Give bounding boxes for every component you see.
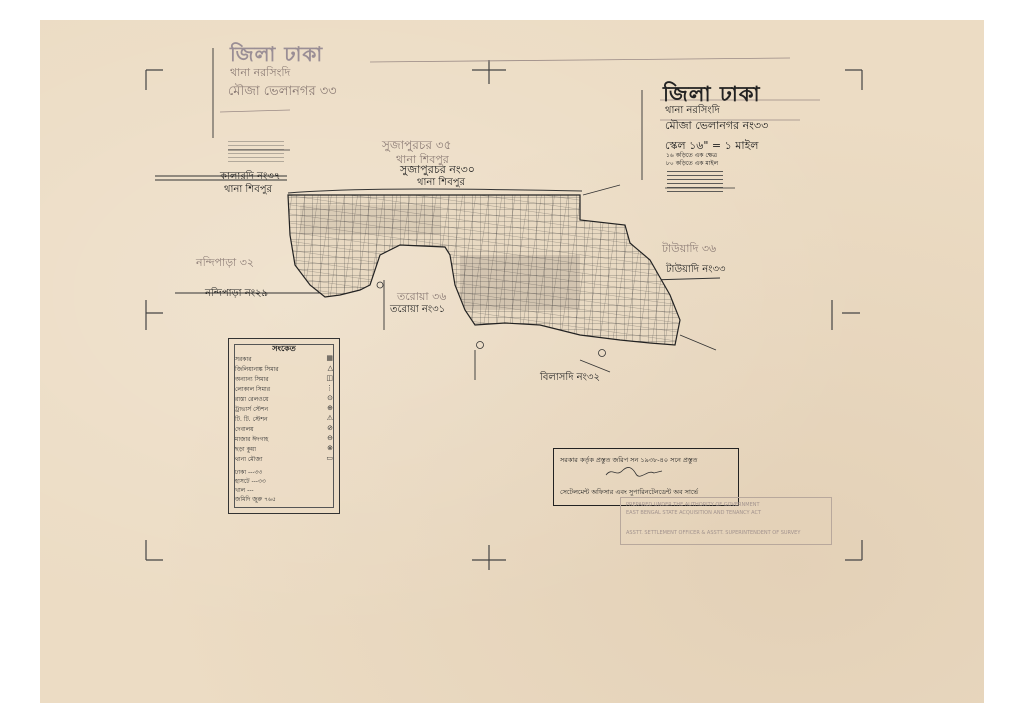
map-legend: সংকেত সরকার▦ জিলিয়ানাঙ্ক সিমার△ অন্যান্…	[228, 338, 340, 514]
legend-item: টি. টি. স্টেশন⚠	[235, 414, 333, 423]
neighbor-northwest: কালারদি নং৩৭	[220, 171, 281, 182]
cadastral-parcels	[287, 188, 681, 357]
legend-item: ট্রাভার্স স্টেশন⊕	[235, 404, 333, 413]
legend-item: দেবালয়⊘	[235, 424, 333, 433]
legend-item: লোকাল সিমার⋮	[235, 384, 333, 393]
district-heading-right: জিলা ঢাকা	[663, 82, 761, 106]
neighbor-south-faded: তরোয়া ৩৬	[397, 290, 447, 303]
scale-note-1: ১৬ কড়িতে এক ক্ষেত্র	[666, 152, 718, 159]
neighbor-west: নন্দিপাড়া নং২৯	[205, 288, 269, 299]
neighbor-north-thana-faded: থানা শিবপুর	[396, 153, 449, 166]
legend-summary-row: খাল ---	[235, 487, 254, 494]
faint-line-1: PREPARED UNDER THE AUTHORITY OF GOVERNME…	[626, 502, 760, 508]
legend-summary-row: হাসটে ---৩৩	[235, 478, 266, 485]
scale-right: স্কেল ১৬" = ১ মাইল	[665, 139, 759, 152]
district-heading-left: জিলা ঢাকা	[230, 42, 324, 66]
neighbor-northwest-thana: থানা শিবপুর	[224, 184, 273, 195]
neighbor-west-faded: নন্দিপাড়া ৩২	[196, 256, 255, 269]
legend-summary-row: জমিদি জুরু ৭৬৫	[235, 496, 276, 503]
stamp-line-2: সেটেলমেন্ট অফিসার এবং সুপারিনটেনডেন্ট অব…	[560, 488, 699, 496]
mouza-right: মৌজা ভেলানগর নং৩৩	[665, 119, 769, 132]
legend-item: ছড়া কুয়া⊗	[235, 444, 333, 453]
neighbor-east-faded: টাউয়াদি ৩৬	[662, 242, 717, 255]
legend-summary-row: ঢাকা ---৩৩	[235, 469, 263, 476]
faint-line-3: ASSTT. SETTLEMENT OFFICER & ASSTT. SUPER…	[626, 530, 801, 536]
legend-item: অন্যান্য সিমার◫	[235, 374, 333, 383]
thana-right: থানা নরসিংদি	[665, 105, 720, 116]
legend-item: থানা মৌজা▭	[235, 454, 333, 463]
legend-item: রাস্তা রেলওয়ে⊙	[235, 394, 333, 403]
scale-bar-left	[228, 138, 284, 162]
mouza-left: মৌজা ভেলানগর ৩৩	[228, 84, 337, 99]
faint-authority-note: PREPARED UNDER THE AUTHORITY OF GOVERNME…	[620, 497, 832, 545]
legend-inner-frame	[234, 344, 334, 508]
neighbor-north-thana: থানা শিবপুর	[417, 177, 466, 188]
faint-line-2: EAST BENGAL STATE ACQUISITION AND TENANC…	[626, 510, 762, 516]
neighbor-south: তরোয়া নং৩১	[390, 304, 446, 315]
legend-item: সরকার▦	[235, 354, 333, 363]
neighbor-north: সুজাপুরচর নং৩০	[400, 163, 475, 176]
legend-item: মাজার ঈদগাহ⊖	[235, 434, 333, 443]
legend-item: জিলিয়ানাঙ্ক সিমার△	[235, 364, 333, 373]
stamp-line-1: সরকার কর্তৃক প্রস্তুত জরিপ সন ১৯৩৮-৪০ সন…	[560, 456, 698, 464]
map-sheet	[40, 20, 984, 703]
neighbor-southeast: বিলাসদি নং৩২	[540, 372, 600, 383]
survey-stamp: সরকার কর্তৃক প্রস্তুত জরিপ সন ১৯৩৮-৪০ সন…	[553, 448, 739, 506]
neighbor-east: টাউয়াদি নং৩৩	[666, 264, 726, 275]
scale-note-2: ৮০ কড়িতে এক মাইল	[666, 160, 719, 167]
thana-left: থানা নরসিংদি	[230, 66, 291, 79]
scale-bar-right	[667, 168, 723, 192]
neighbor-north-faded: সুজাপুরচর ৩৫	[382, 138, 452, 152]
signature-mark	[605, 467, 663, 477]
legend-title: সংকেত	[272, 344, 296, 353]
